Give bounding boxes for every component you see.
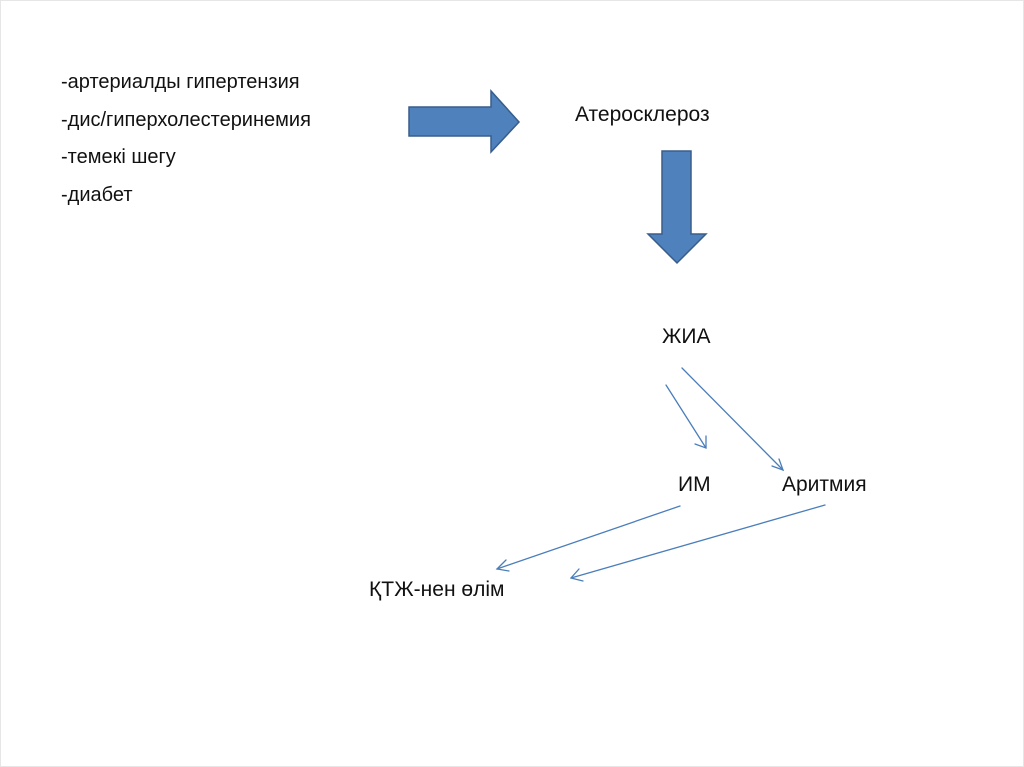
node-death: ҚТЖ-нен өлім <box>369 578 505 601</box>
arrowhead-ihd-to-mi <box>694 435 707 449</box>
risk-factor-dyslipidemia: -дис/гиперхолестеринемия <box>61 108 311 131</box>
arrow-mi-to-death <box>496 505 681 570</box>
block-arrow-down <box>646 150 708 265</box>
node-mi: ИМ <box>678 473 711 496</box>
risk-factor-list: -артериалды гипертензия -дис/гиперхолест… <box>61 64 311 214</box>
risk-factor-hypertension: -артериалды гипертензия <box>61 71 300 93</box>
arrow-arrhythmia-to-death <box>570 504 826 579</box>
node-arrhythmia: Аритмия <box>782 473 867 496</box>
node-ihd: ЖИА <box>662 325 711 348</box>
arrow-ihd-to-arrhythmia <box>681 367 784 471</box>
arrowhead-arrhythmia-to-death <box>569 568 584 582</box>
node-atherosclerosis: Атеросклероз <box>575 103 710 126</box>
risk-factor-smoking: -темекі шегу <box>61 146 176 168</box>
arrow-ihd-to-mi <box>665 384 707 449</box>
arrowhead-ihd-to-arrhythmia <box>771 458 785 472</box>
block-arrow-right <box>408 89 521 154</box>
arrowhead-mi-to-death <box>495 559 510 572</box>
risk-factor-diabetes: -диабет <box>61 183 133 206</box>
